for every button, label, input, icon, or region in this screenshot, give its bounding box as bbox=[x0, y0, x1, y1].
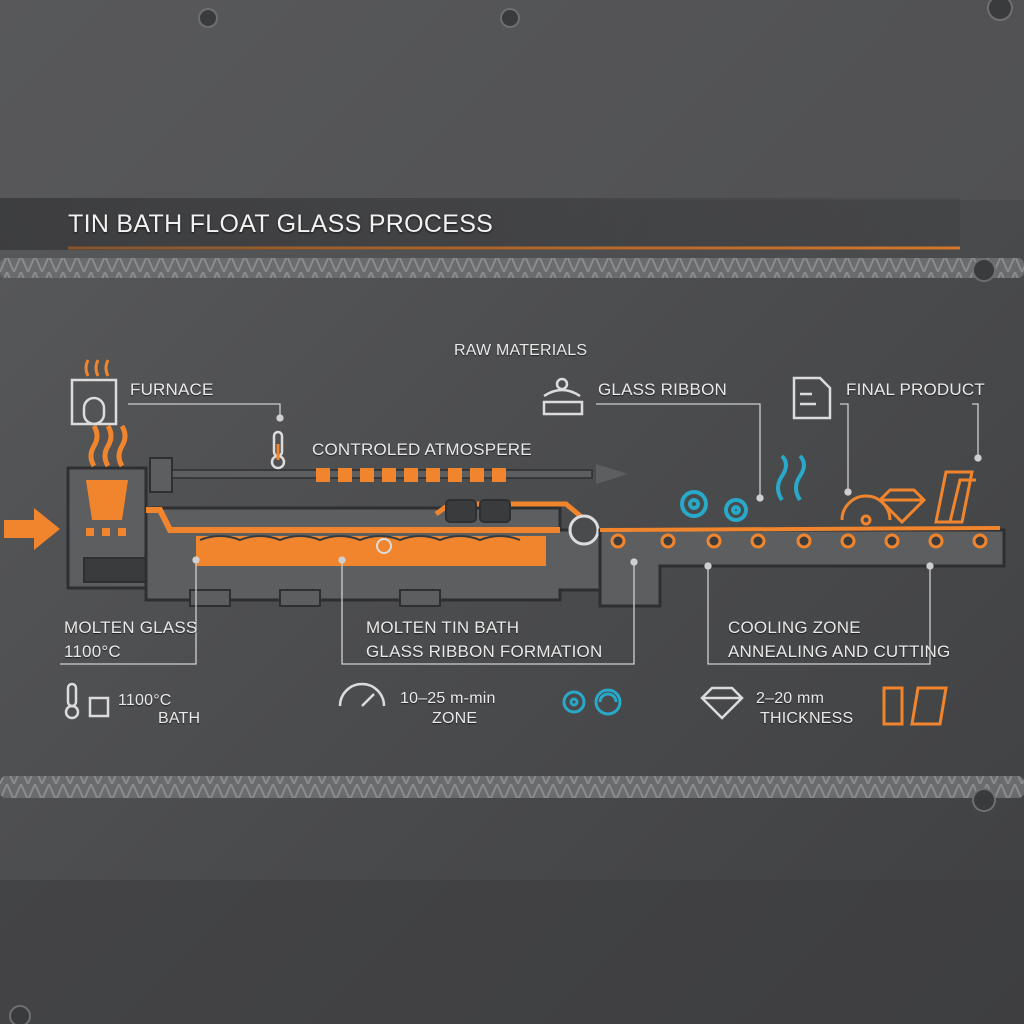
diamond-icon bbox=[877, 488, 927, 525]
spec-bath-temp: 1100°C bbox=[118, 692, 172, 709]
conveyor bbox=[598, 526, 1006, 608]
label-molten-glass-temp: 1100°C bbox=[64, 642, 121, 661]
spec-speed: 10–25 m-min bbox=[400, 690, 496, 707]
furnace-icon bbox=[70, 359, 118, 426]
label-raw-materials: RAW MATERIALS bbox=[454, 342, 588, 359]
label-glass-ribbon-formation: GLASS RIBBON FORMATION bbox=[366, 642, 603, 661]
rivets bbox=[9, 0, 1013, 1024]
label-annealing-cutting: ANNEALING AND CUTTING bbox=[728, 642, 951, 661]
spec-thickness-range: 2–20 mm bbox=[756, 690, 825, 707]
label-controlled-atmosphere: CONTROLED ATMOSPERE bbox=[312, 440, 532, 459]
blueprint-icon bbox=[792, 376, 832, 420]
weld-seam-bottom bbox=[0, 776, 1024, 798]
input-arrow-icon bbox=[4, 508, 60, 550]
diamond-spec-icon bbox=[700, 686, 744, 720]
thermometer-icon bbox=[270, 430, 286, 470]
heat-waves-icon bbox=[776, 454, 806, 502]
label-furnace: FURNACE bbox=[130, 380, 214, 399]
glass-spec-icon bbox=[882, 686, 948, 726]
label-molten-glass: MOLTEN GLASS bbox=[64, 618, 198, 637]
cyan-gear-icon bbox=[562, 688, 622, 716]
raw-materials-icon bbox=[542, 377, 584, 416]
title-band bbox=[0, 198, 960, 250]
label-final-product: FINAL PRODUCT bbox=[846, 380, 985, 399]
saw-blade-icon bbox=[840, 494, 892, 526]
spec-thickness: THICKNESS bbox=[760, 710, 854, 727]
spec-zone: ZONE bbox=[432, 710, 478, 727]
leader-lines bbox=[60, 403, 982, 665]
page-title: TIN BATH FLOAT GLASS PROCESS bbox=[68, 210, 494, 238]
furnace-unit bbox=[66, 424, 181, 590]
label-molten-tin-bath: MOLTEN TIN BATH bbox=[366, 618, 520, 637]
glass-sheets-icon bbox=[934, 470, 976, 524]
weld-seam-top bbox=[0, 258, 1024, 278]
label-glass-ribbon: GLASS RIBBON bbox=[598, 380, 727, 399]
molten-tin bbox=[196, 536, 546, 566]
gears-icon bbox=[680, 490, 748, 522]
spec-bath: BATH bbox=[158, 710, 201, 727]
label-cooling-zone: COOLING ZONE bbox=[728, 618, 861, 637]
thermometer-spec-icon bbox=[64, 682, 110, 720]
gauge-icon bbox=[338, 682, 386, 707]
